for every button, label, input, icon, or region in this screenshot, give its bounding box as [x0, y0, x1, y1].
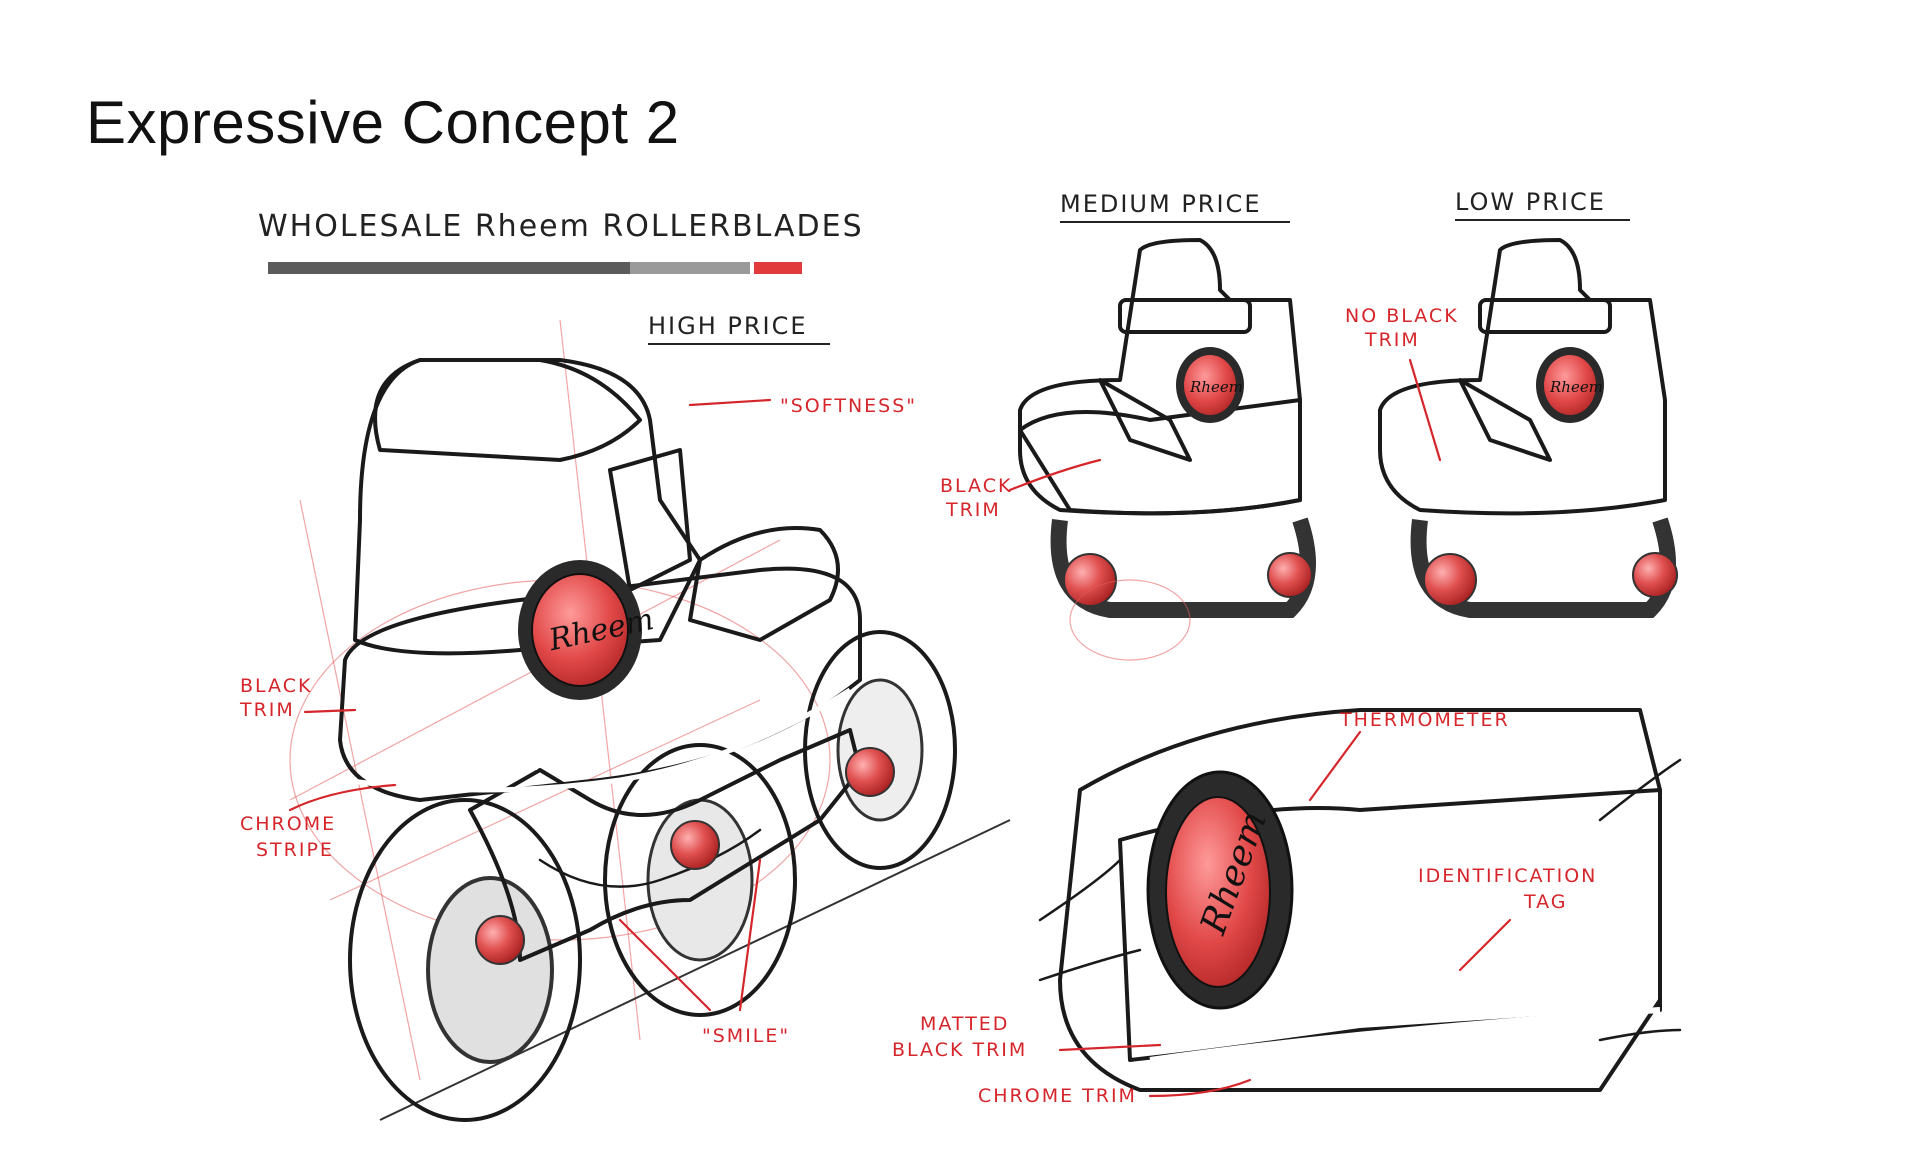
id-tag-leader [1458, 918, 1512, 972]
header-bar-dark [268, 262, 630, 274]
sheet-header: WHOLESALE Rheem ROLLERBLADES [258, 209, 864, 274]
high-price-view: HIGH PRICE [289, 312, 1011, 1122]
medium-logo-text: Rheem [1189, 378, 1243, 396]
low-price-label: LOW PRICE [1455, 188, 1606, 216]
inline-wheels [348, 630, 957, 1122]
thermometer-label: THERMOMETER [1339, 709, 1510, 731]
medium-price-view: MEDIUM PRICE Rheem BLACK TRIM [940, 190, 1316, 661]
matted-leader [1058, 1043, 1162, 1052]
header-bar-red [754, 262, 802, 274]
ankle-strap [608, 448, 692, 592]
chrome-stripe [344, 687, 852, 793]
black-trim-label-1: BLACK [240, 675, 312, 697]
chrome-trim-label: CHROME TRIM [978, 1085, 1137, 1107]
header-bar-grey [630, 262, 750, 274]
smile-cutout [538, 828, 762, 888]
smile-label: "SMILE" [702, 1025, 790, 1047]
boot-toe [688, 526, 840, 642]
medium-boot-shell [1018, 238, 1302, 516]
medium-axle-right [1267, 552, 1313, 598]
detail-chrome-trim [1149, 1007, 1661, 1063]
medium-black-trim-label-2: TRIM [945, 499, 1001, 521]
medium-axle-left [1063, 553, 1117, 607]
header-text: WHOLESALE Rheem ROLLERBLADES [258, 209, 864, 244]
chrome-stripe-label-1: CHROME [240, 813, 336, 835]
low-boot-shell [1378, 238, 1667, 516]
id-tag-label-2: TAG [1523, 891, 1568, 913]
medium-wheel-guide [1069, 579, 1191, 661]
medium-black-trim-leader [1008, 458, 1102, 492]
slide-title: Expressive Concept 2 [86, 89, 680, 156]
medium-logo-badge [1184, 355, 1236, 415]
low-price-view: LOW PRICE Rheem NO BLACK TRIM [1345, 188, 1678, 618]
chrome-trim-leader [1148, 1078, 1252, 1098]
model-name-text: MODEL NAME [440, 759, 539, 774]
detail-sketch-lines [1038, 758, 1682, 1042]
low-lower-strap [1458, 378, 1552, 462]
axle-caps [475, 747, 895, 965]
black-trim-label-2: TRIM [239, 699, 295, 721]
frame [468, 728, 862, 962]
matted-label-2: BLACK TRIM [892, 1039, 1027, 1061]
boot-base-black-trim [338, 566, 862, 802]
medium-price-label: MEDIUM PRICE [1060, 190, 1261, 218]
low-logo-badge [1544, 355, 1596, 415]
no-black-trim-leader [1408, 358, 1442, 462]
high-price-label: HIGH PRICE [648, 312, 808, 340]
detail-logo-badge [1165, 796, 1271, 988]
medium-black-trim [1018, 398, 1302, 516]
matted-label-1: MATTED [920, 1013, 1009, 1035]
detail-shell [1058, 708, 1662, 1092]
logo-badge [531, 573, 629, 687]
low-axle-left [1423, 553, 1477, 607]
no-black-trim-label-1: NO BLACK [1345, 305, 1459, 327]
no-black-trim-label-2: TRIM [1364, 329, 1420, 351]
detail-closeup-view: Rheem Product Name THERMOMETER IDENTIFIC… [892, 708, 1682, 1107]
id-tag-label-1: IDENTIFICATION [1418, 865, 1597, 887]
medium-lower-strap [1098, 378, 1192, 462]
low-logo-text: Rheem [1549, 378, 1603, 396]
low-axle-right [1632, 552, 1678, 598]
medium-frame [1050, 517, 1316, 618]
low-upper-strap [1478, 298, 1612, 334]
medium-black-trim-label-1: BLACK [940, 475, 1012, 497]
softness-leader [688, 398, 772, 407]
product-name-text: Product Name [1369, 978, 1570, 1006]
high-annotations: "SOFTNESS" BLACK TRIM CHROME STRIPE "SMI… [239, 395, 917, 1047]
medium-upper-strap [1118, 298, 1252, 334]
thermometer-leader [1308, 730, 1362, 802]
smile-leaders [618, 858, 762, 1012]
chrome-stripe-label-2: STRIPE [256, 839, 334, 861]
chrome-stripe-leader [288, 783, 397, 812]
black-trim-leader [303, 708, 357, 714]
cuff-top-padding [373, 358, 642, 462]
softness-label: "SOFTNESS" [780, 395, 917, 417]
